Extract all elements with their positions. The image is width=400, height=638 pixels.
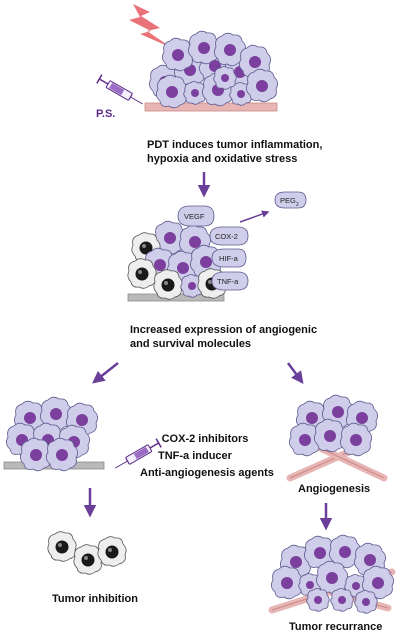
svg-text:PEG: PEG	[280, 196, 296, 205]
tumor-mass-inflamed	[127, 220, 227, 302]
molecule-cox2: COX-2	[209, 226, 249, 246]
caption-tumor-recurrance: Tumor recurrance	[289, 621, 383, 633]
lightning-icon	[129, 4, 172, 48]
molecule-peg: PEG 2	[274, 191, 307, 209]
caption-expression-line2: and survival molecules	[130, 338, 252, 350]
arrow-icon	[92, 362, 119, 384]
syringe-icon	[96, 73, 146, 110]
ps-label: P.S.	[96, 108, 115, 120]
svg-text:COX-2: COX-2	[215, 232, 238, 241]
svg-text:VEGF: VEGF	[184, 212, 205, 221]
molecule-vegf: VEGF	[177, 205, 215, 227]
svg-text:2: 2	[296, 202, 299, 208]
dead-cells	[47, 531, 127, 575]
caption-expression: Increased expression of angiogenic and s…	[130, 323, 317, 351]
caption-pdt-line1: PDT induces tumor inflammation,	[147, 139, 323, 151]
caption-pdt: PDT induces tumor inflammation, hypoxia …	[147, 138, 322, 166]
caption-tumor-inhibition: Tumor inhibition	[52, 593, 138, 605]
arrow-icon	[286, 362, 304, 385]
molecule-tnfa: TNF-a	[211, 271, 249, 291]
tumor-mass-initial	[144, 30, 279, 112]
svg-text:HIF-a: HIF-a	[219, 254, 239, 263]
tumor-angiogenesis	[286, 394, 388, 482]
inhibitor-tnf: TNF-a inducer	[158, 450, 232, 462]
inhibitor-cox2: COX-2 inhibitors	[161, 433, 249, 445]
tumor-recurrence-mass	[268, 534, 396, 614]
caption-angiogenesis: Angiogenesis	[298, 483, 371, 495]
caption-expression-line1: Increased expression of angiogenic	[130, 324, 318, 336]
inhibitor-list: COX-2 inhibitors	[155, 432, 255, 446]
inhibitor-anti-angio: Anti-angiogenesis agents	[140, 467, 274, 479]
caption-pdt-line2: hypoxia and oxidative stress	[147, 153, 298, 165]
molecule-hifa: HIF-a	[211, 248, 247, 268]
svg-text:TNF-a: TNF-a	[217, 277, 239, 286]
tumor-mass-treated	[3, 396, 105, 472]
arrow-icon	[239, 210, 270, 223]
